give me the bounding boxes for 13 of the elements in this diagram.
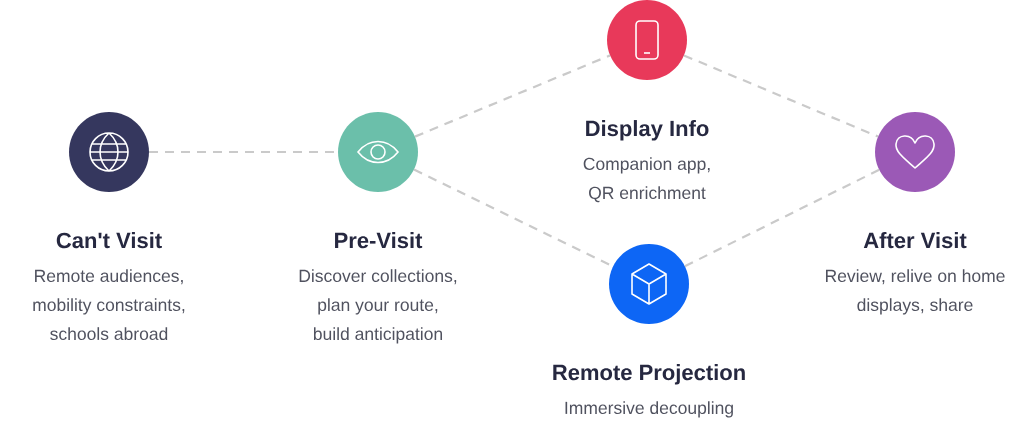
node-description: Remote audiences, mobility constraints, schools abroad: [33, 269, 185, 341]
node-title: After Visit: [863, 232, 967, 249]
node-title: Display Info: [586, 120, 709, 141]
node-title: Remote Projection: [553, 364, 745, 385]
node-description: Review, relive on home displays, share: [826, 269, 1005, 315]
dashed-connector: [414, 54, 611, 138]
dashed-connector: [683, 54, 879, 138]
node-description: Companion app, QR enrichment: [583, 157, 710, 203]
node-title: Pre-Visit: [335, 232, 423, 249]
dashed-connector: [684, 168, 880, 268]
node-description: Immersive decoupling: [565, 401, 733, 418]
node-title: Can't Visit: [56, 232, 162, 249]
node-description: Discover collections, plan your route, build anticipation: [299, 269, 457, 344]
